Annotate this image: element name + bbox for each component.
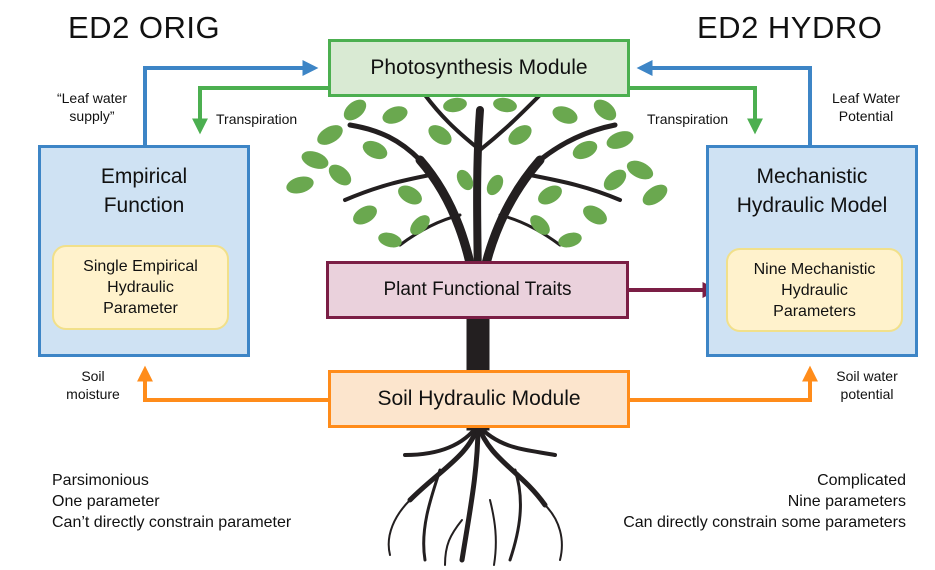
right-title: ED2 HYDRO [697,10,883,45]
mechanistic-model-heading: Mechanistic Hydraulic Model [737,162,888,220]
single-empirical-parameter-box: Single Empirical Hydraulic Parameter [52,245,229,330]
nine-mechanistic-parameters-box: Nine Mechanistic Hydraulic Parameters [726,248,903,332]
plant-functional-traits-box: Plant Functional Traits [326,261,629,319]
nine-param-line3: Parameters [773,302,856,320]
arrow-transpiration-left [192,86,330,135]
photosynthesis-module: Photosynthesis Module [328,39,630,97]
tree-roots [387,422,563,566]
right-note-complicated: Complicated [817,472,906,489]
tree-leaves [286,97,668,248]
left-note-one-parameter: One parameter [52,493,160,510]
leaf-water-potential-label: Leaf Water Potential [814,89,918,125]
single-param-line1: Single Empirical [83,258,198,275]
soil-water-potential-label: Soil water potential [826,367,908,403]
left-notes: Parsimonious One parameter Can’t directl… [52,470,291,533]
arrow-soil-water-potential [630,365,818,402]
leaf-water-supply-line1: “Leaf water [56,90,128,106]
leaf-water-supply-line2: supply” [69,108,115,124]
leaf-water-potential-line2: Potential [838,108,894,124]
nine-param-line1: Nine Mechanistic [753,260,876,278]
arrow-soil-moisture [137,365,330,402]
soil-moisture-line1: Soil [81,368,105,384]
leaf-water-potential-line1: Leaf Water [832,90,900,106]
empirical-function-heading: Empirical Function [101,162,187,220]
right-note-nine-parameters: Nine parameters [787,493,906,510]
arrow-leaf-water-supply [143,60,319,147]
single-param-line2: Hydraulic [107,279,174,296]
mechanistic-heading-line1: Mechanistic [756,165,868,188]
transpiration-right-label: Transpiration [647,111,729,127]
arrow-leaf-water-potential [636,60,812,147]
mechanistic-heading-line2: Hydraulic Model [736,194,888,217]
soil-moisture-label: Soil moisture [58,367,128,403]
right-notes: Complicated Nine parameters Can directly… [623,470,906,533]
right-note-can-constrain: Can directly constrain some parameters [623,514,906,531]
single-param-line3: Parameter [103,300,178,317]
leaf-water-supply-label: “Leaf water supply” [44,89,140,125]
empirical-heading-line1: Empirical [100,165,188,188]
soil-water-potential-line1: Soil water [836,368,898,384]
empirical-heading-line2: Function [103,194,185,217]
nine-param-line2: Hydraulic [781,281,848,299]
left-title: ED2 ORIG [68,10,221,45]
left-note-cant-constrain: Can’t directly constrain parameter [52,514,292,531]
soil-water-potential-line2: potential [840,386,894,402]
soil-hydraulic-module: Soil Hydraulic Module [328,370,630,428]
soil-moisture-line2: moisture [66,386,120,402]
transpiration-left-label: Transpiration [216,111,298,127]
left-note-parsimonious: Parsimonious [52,472,149,489]
arrow-transpiration-right [630,86,763,135]
